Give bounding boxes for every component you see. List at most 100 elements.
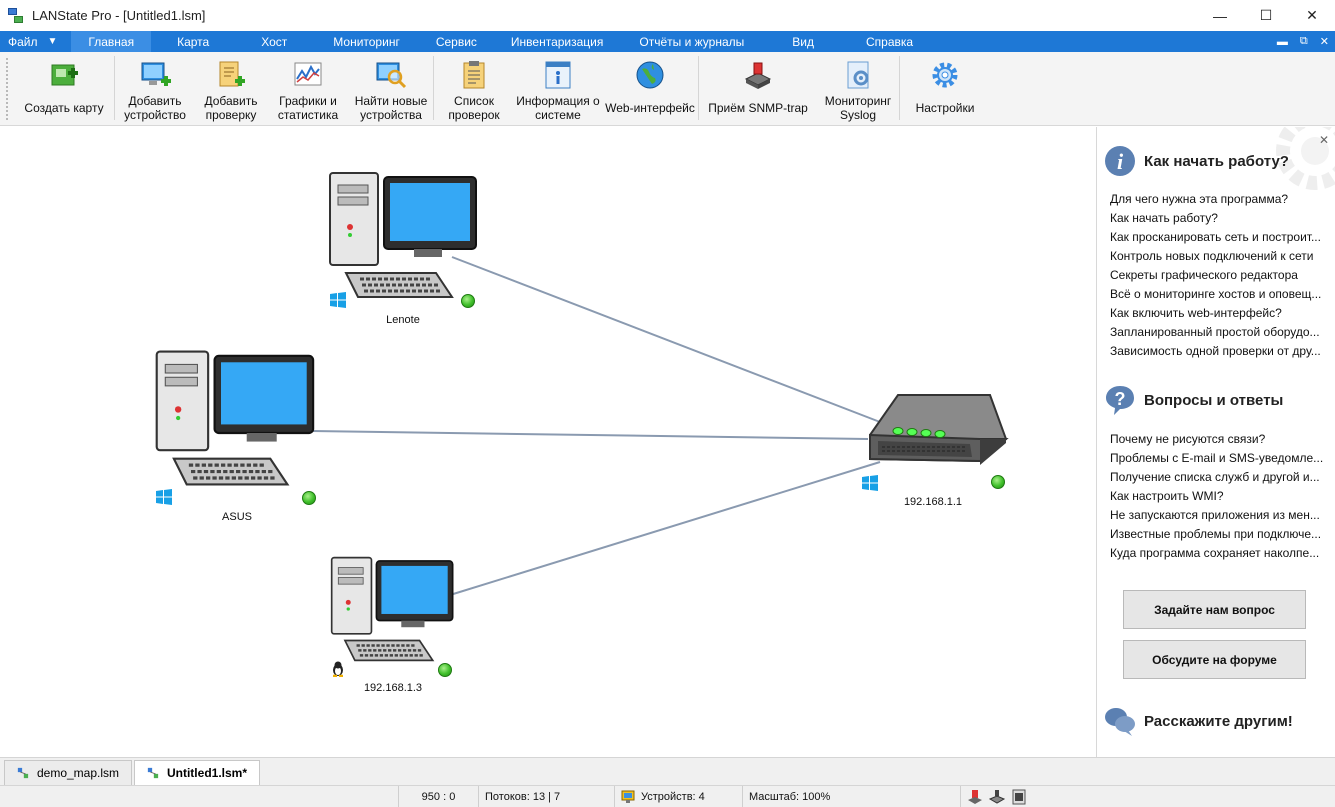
status-threads: Потоков: 13 | 7 xyxy=(478,786,614,807)
add-device-label-2: устройство xyxy=(124,108,186,122)
computer-icon xyxy=(329,172,477,298)
faq-link[interactable]: Не запускаются приложения из мен... xyxy=(1110,508,1320,522)
chevron-down-icon[interactable]: ▼ xyxy=(47,36,58,47)
help-link[interactable]: Секреты графического редактора xyxy=(1110,268,1298,282)
help-link[interactable]: Как начать работу? xyxy=(1110,211,1218,225)
faq-section-title: Вопросы и ответы xyxy=(1144,391,1284,409)
settings-button[interactable]: Настройки xyxy=(900,52,990,124)
menu-home[interactable]: Главная xyxy=(71,31,152,52)
status-online-icon xyxy=(991,475,1005,489)
help-link[interactable]: Всё о мониторинге хостов и оповещ... xyxy=(1110,287,1322,301)
faq-link[interactable]: Известные проблемы при подключе... xyxy=(1110,527,1322,541)
check-list-label-1: Список xyxy=(454,94,494,108)
toolbar-separator xyxy=(899,56,900,120)
computer-icon xyxy=(155,350,315,486)
menu-host[interactable]: Хост xyxy=(261,34,288,49)
device-asus[interactable]: ASUS xyxy=(152,343,320,523)
create-map-button[interactable]: Создать карту xyxy=(14,52,114,124)
monitor-icon xyxy=(621,790,635,803)
close-panel-icon[interactable]: ✕ xyxy=(1318,133,1329,147)
close-button[interactable]: ✕ xyxy=(1306,7,1318,23)
device-label: 192.168.1.3 xyxy=(363,682,423,694)
find-devices-button[interactable]: Найти новые устройства xyxy=(349,52,433,124)
menu-map[interactable]: Карта xyxy=(177,34,210,49)
svg-text:i: i xyxy=(1117,149,1124,174)
system-info-button[interactable]: Информация о системе xyxy=(514,52,602,124)
windows-icon xyxy=(862,475,878,491)
toolbar-separator xyxy=(433,56,434,120)
add-device-button[interactable]: Добавить устройство xyxy=(115,52,195,124)
ribbon-toolbar: Создать карту Добавить устройство Добави… xyxy=(0,52,1335,126)
tab-label: demo_map.lsm xyxy=(36,766,119,780)
linux-icon xyxy=(333,661,343,677)
menu-file[interactable]: Файл xyxy=(8,34,38,49)
menu-monitoring[interactable]: Мониторинг xyxy=(333,34,400,49)
link-host3-router xyxy=(449,461,881,596)
device-lenote[interactable]: Lenote xyxy=(328,165,480,326)
windows-icon xyxy=(330,292,346,308)
title-bar: LANState Pro - [Untitled1.lsm] — ☐ ✕ xyxy=(0,0,1335,31)
forum-button[interactable]: Обсудите на форуме xyxy=(1123,640,1306,679)
help-link[interactable]: Для чего нужна эта программа? xyxy=(1110,192,1289,206)
start-section-header: i Как начать работу? xyxy=(1104,145,1289,177)
start-links: Для чего нужна эта программа? Как начать… xyxy=(1110,190,1335,361)
add-device-icon xyxy=(138,59,172,91)
menu-view[interactable]: Вид xyxy=(792,34,814,49)
faq-link[interactable]: Почему не рисуются связи? xyxy=(1110,432,1266,446)
check-list-button[interactable]: Список проверок xyxy=(434,52,514,124)
menu-inventory[interactable]: Инвентаризация xyxy=(510,34,604,49)
log-icon[interactable] xyxy=(1011,789,1027,805)
help-link[interactable]: Зависимость одной проверки от дру... xyxy=(1110,344,1321,358)
menu-service[interactable]: Сервис xyxy=(435,34,477,49)
help-link[interactable]: Как просканировать сеть и построит... xyxy=(1110,230,1321,244)
info-window-icon xyxy=(541,59,575,91)
system-info-label-1: Информация о xyxy=(516,94,600,108)
help-link[interactable]: Контроль новых подключений к сети xyxy=(1110,249,1314,263)
add-check-label-2: проверку xyxy=(205,108,257,122)
find-devices-label-1: Найти новые xyxy=(354,94,428,108)
create-map-icon xyxy=(47,59,81,91)
menu-bar: Файл ▼ Главная Карта Хост Мониторинг Сер… xyxy=(0,31,1335,52)
snmp-trap-icon[interactable] xyxy=(967,789,983,805)
status-devices-cell: Устройств: 4 xyxy=(614,786,742,807)
link-asus-router xyxy=(311,430,869,440)
snmp-trap-button[interactable]: Приём SNMP-trap xyxy=(699,52,817,124)
tab-demo-map[interactable]: demo_map.lsm xyxy=(4,760,132,786)
mdi-restore-button[interactable]: ⧉ xyxy=(1299,35,1308,47)
web-interface-button[interactable]: Web-интерфейс xyxy=(602,52,698,124)
computer-icon xyxy=(330,556,454,662)
maximize-button[interactable]: ☐ xyxy=(1259,7,1273,23)
add-check-button[interactable]: Добавить проверку xyxy=(195,52,267,124)
tab-untitled1[interactable]: Untitled1.lsm* xyxy=(134,760,260,786)
mdi-close-button[interactable]: ✕ xyxy=(1319,36,1329,48)
faq-link[interactable]: Как настроить WMI? xyxy=(1110,489,1224,503)
map-file-icon xyxy=(17,767,29,779)
device-label: ASUS xyxy=(222,511,252,523)
toolbar-separator xyxy=(114,56,115,120)
ask-question-button[interactable]: Задайте нам вопрос xyxy=(1123,590,1306,629)
settings-label: Настройки xyxy=(915,101,975,115)
mdi-minimize-button[interactable]: ▬ xyxy=(1276,35,1288,48)
status-coords: 950 : 0 xyxy=(398,786,478,807)
faq-link[interactable]: Проблемы с E-mail и SMS-уведомле... xyxy=(1110,451,1324,465)
status-tray xyxy=(960,786,1035,807)
map-canvas[interactable]: Lenote ASUS xyxy=(0,127,1097,757)
device-label: 192.168.1.1 xyxy=(903,496,963,508)
system-info-label-2: системе xyxy=(535,108,581,122)
faq-link[interactable]: Получение списка служб и другой и... xyxy=(1110,470,1320,484)
faq-links: Почему не рисуются связи? Проблемы с E-m… xyxy=(1110,430,1335,563)
status-bar: 950 : 0 Потоков: 13 | 7 Устройств: 4 Мас… xyxy=(0,785,1335,807)
help-link[interactable]: Как включить web-интерфейс? xyxy=(1110,306,1282,320)
graphs-button[interactable]: Графики и статистика xyxy=(267,52,349,124)
menu-reports[interactable]: Отчёты и журналы xyxy=(639,34,745,49)
clipboard-icon xyxy=(457,59,491,91)
syslog-label-1: Мониторинг xyxy=(824,94,892,108)
faq-link[interactable]: Куда программа сохраняет наколпе... xyxy=(1110,546,1320,560)
syslog-button[interactable]: Мониторинг Syslog xyxy=(817,52,899,124)
device-host-3[interactable]: 192.168.1.3 xyxy=(330,551,456,694)
menu-help[interactable]: Справка xyxy=(866,34,914,49)
network-device-icon[interactable] xyxy=(989,789,1005,805)
minimize-button[interactable]: — xyxy=(1213,7,1227,24)
help-link[interactable]: Запланированный простой оборудо... xyxy=(1110,325,1320,339)
device-router[interactable]: 192.168.1.1 xyxy=(860,389,1010,508)
